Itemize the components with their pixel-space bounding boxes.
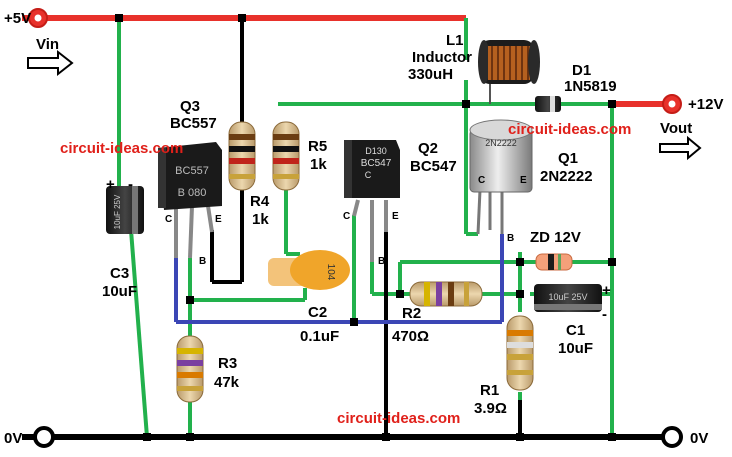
- arrow-icons: [27, 49, 702, 161]
- c3-plus-sign: +: [106, 176, 115, 193]
- q2-marking-2: BC547: [361, 158, 392, 169]
- q3-pin-c: C: [165, 214, 173, 225]
- r3-ref: R3: [218, 355, 238, 372]
- c2-ref: C2: [308, 304, 328, 321]
- d1-ref: D1: [572, 62, 592, 79]
- vin-label: Vin: [36, 36, 60, 53]
- l1-type: Inductor: [412, 49, 472, 66]
- c1-plus-sign: +: [602, 282, 611, 299]
- c1-value: 10uF: [558, 340, 594, 357]
- d1-value: 1N5819: [564, 78, 617, 95]
- r3-value: 47k: [214, 374, 240, 391]
- transistor-q3: BC557 B 080: [158, 142, 222, 259]
- vout-label: Vout: [660, 120, 693, 137]
- terminals: [28, 8, 683, 448]
- vout-arrow-icon: [659, 135, 702, 161]
- c1-ref: C1: [566, 322, 586, 339]
- l1-ref: L1: [446, 32, 464, 49]
- c1-minus-sign: -: [602, 306, 607, 323]
- c1-marking: 10uF 25V: [548, 292, 587, 302]
- r2-value: 470Ω: [392, 328, 430, 345]
- r2-ref: R2: [402, 305, 422, 322]
- vin-voltage-label: +5V: [4, 10, 32, 27]
- c3-value: 10uF: [102, 283, 138, 300]
- resistor-r4: [228, 121, 256, 191]
- r1-ref: R1: [480, 382, 500, 399]
- r5-value: 1k: [310, 156, 327, 173]
- junctions: [115, 14, 616, 441]
- resistor-r2: [409, 281, 483, 307]
- resistor-r1: [506, 315, 534, 391]
- gnd-left-label: 0V: [4, 430, 23, 447]
- c2-marking: 104: [325, 264, 336, 281]
- capacitor-c1: 10uF 25V: [534, 284, 602, 312]
- capacitor-c2: 104: [268, 250, 350, 290]
- l1-value: 330uH: [408, 66, 454, 83]
- resistor-r5: [272, 121, 300, 191]
- gnd-terminal-right: [661, 426, 683, 448]
- diode-d1: [535, 96, 561, 112]
- q2-pin-c: C: [343, 211, 351, 222]
- zener-diode: [535, 253, 573, 271]
- q1-marking: 2N2222: [485, 138, 517, 148]
- vout-voltage-label: +12V: [688, 96, 724, 113]
- q3-ref: Q3: [180, 98, 201, 115]
- watermark-left: circuit-ideas.com: [60, 140, 184, 157]
- q2-marking-1: D130: [365, 146, 387, 156]
- watermark-right: circuit-ideas.com: [508, 121, 632, 138]
- q3-marking-2: B 080: [178, 187, 207, 199]
- gnd-right-label: 0V: [690, 430, 709, 447]
- resistor-r3: [176, 335, 204, 403]
- c3-ref: C3: [110, 265, 130, 282]
- gnd-terminal-left: [33, 426, 55, 448]
- q1-pin-e: E: [520, 175, 527, 186]
- q1-pin-c: C: [478, 175, 486, 186]
- zd-ref: ZD 12V: [530, 229, 581, 246]
- q3-marking-1: BC557: [175, 165, 209, 177]
- q2-pin-b: B: [378, 256, 386, 267]
- q1-pin-b: B: [507, 233, 515, 244]
- r4-value: 1k: [252, 211, 269, 228]
- q3-pin-e: E: [215, 214, 222, 225]
- inductor-l1: [478, 40, 540, 104]
- vin-arrow-icon: [27, 49, 74, 77]
- q2-ref: Q2: [418, 140, 439, 157]
- q2-marking-3: C: [365, 170, 372, 180]
- q1-ref: Q1: [558, 150, 579, 167]
- capacitor-c3: 10uF 25V: [106, 186, 144, 234]
- q3-pin-b: B: [199, 256, 207, 267]
- c2-value: 0.1uF: [300, 328, 340, 345]
- q2-value: BC547: [410, 158, 457, 175]
- r5-ref: R5: [308, 138, 328, 155]
- q3-value: BC557: [170, 115, 217, 132]
- transistor-q2: D130 BC547 C: [344, 140, 400, 262]
- q1-value: 2N2222: [540, 168, 593, 185]
- c3-minus-sign: -: [128, 176, 133, 193]
- r1-value: 3.9Ω: [474, 400, 507, 417]
- q2-pin-e: E: [392, 211, 399, 222]
- r4-ref: R4: [250, 193, 270, 210]
- watermark-bottom: circuit-ideas.com: [337, 410, 461, 427]
- c3-marking: 10uF 25V: [113, 194, 122, 229]
- transistor-q1: 2N2222: [469, 119, 533, 235]
